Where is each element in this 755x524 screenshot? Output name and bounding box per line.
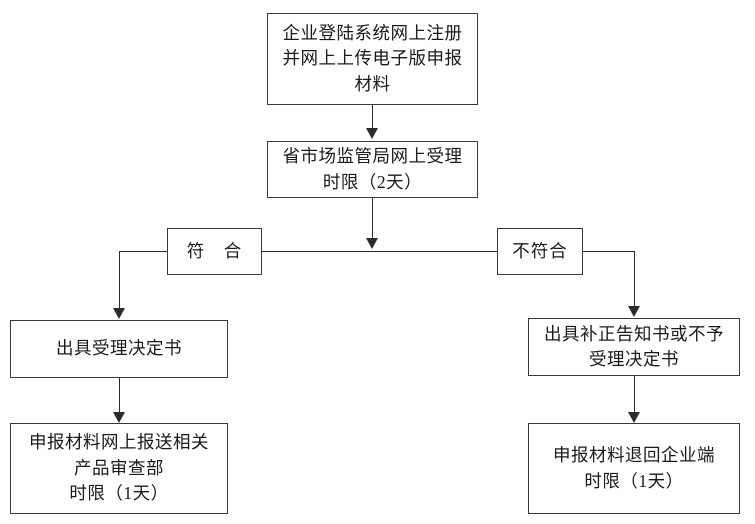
edge-review-to-bus-arrow	[366, 238, 378, 249]
node-forward-materials: 申报材料网上报送相关 产品审查部 时限（1天）	[10, 423, 228, 514]
node-start: 企业登陆系统网上注册 并网上上传电子版申报 材料	[267, 13, 478, 105]
edge-fail-to-reject-line	[634, 251, 635, 307]
node-review: 省市场监管局网上受理 时限（2天）	[267, 141, 478, 198]
edge-accept-to-forward-arrow	[113, 412, 125, 423]
branch-bus-center-segment	[262, 251, 497, 252]
edge-pass-to-accept-arrow	[113, 308, 125, 319]
branch-bus-left-segment	[119, 251, 168, 252]
edge-reject-to-return-arrow	[628, 412, 640, 423]
edge-reject-to-return-line	[634, 376, 635, 414]
node-return-materials: 申报材料退回企业端 时限（1天）	[528, 423, 740, 514]
node-accept-decision: 出具受理决定书	[10, 320, 228, 378]
edge-start-to-review-line	[372, 105, 373, 130]
node-decision-pass: 符 合	[167, 228, 262, 275]
node-decision-fail: 不符合	[497, 228, 583, 275]
edge-start-to-review-arrow	[366, 128, 378, 139]
edge-review-to-bus-line	[372, 198, 373, 238]
edge-accept-to-forward-line	[119, 378, 120, 414]
branch-bus-right-segment	[583, 251, 635, 252]
node-reject-decision: 出具补正告知书或不予 受理决定书	[528, 318, 740, 376]
edge-fail-to-reject-arrow	[628, 306, 640, 317]
edge-pass-to-accept-line	[119, 251, 120, 309]
